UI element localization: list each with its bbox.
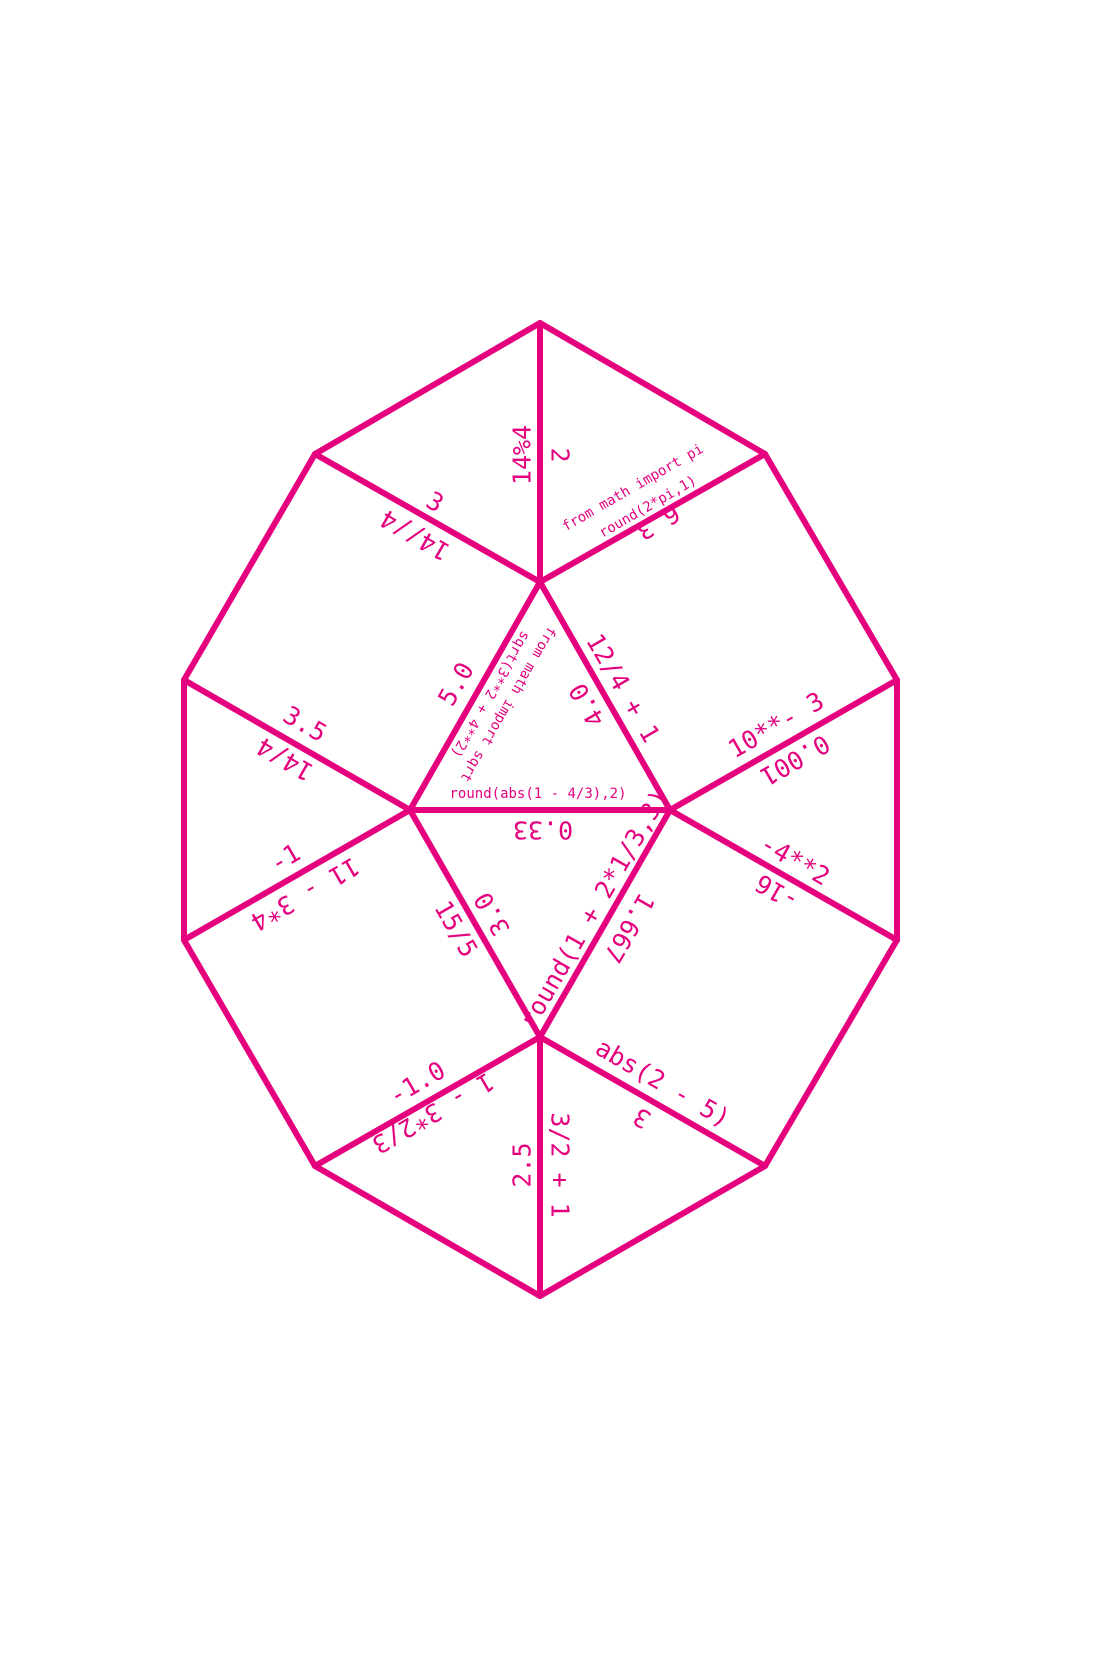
- outer-edge: [537, 320, 768, 457]
- spoke-edge: [312, 451, 543, 585]
- edge-label: round(abs(1 - 4/3),2): [449, 786, 626, 802]
- inner-edge: [537, 807, 673, 1040]
- spoke-edge: [537, 451, 768, 585]
- edge-label: 14%4: [508, 425, 537, 485]
- edge-label: abs(2 - 5): [591, 1033, 736, 1133]
- outer-edge: [762, 937, 900, 1169]
- edge-label: 4.0: [563, 678, 611, 732]
- edge-label: 3/2 + 1: [546, 1112, 575, 1217]
- spoke-edge: [312, 1034, 543, 1169]
- edge-label: 2.5: [508, 1142, 537, 1187]
- outer-edge: [181, 451, 318, 683]
- inner-edge: [407, 579, 543, 813]
- spoke-edge: [181, 807, 413, 943]
- spoke-edge: [667, 677, 900, 813]
- spoke-edge: [537, 1034, 768, 1169]
- outer-edge: [181, 937, 318, 1169]
- spoke-edge: [181, 677, 413, 813]
- outer-edge: [762, 451, 900, 683]
- edge-label: 2: [546, 447, 575, 462]
- outer-edge: [312, 320, 543, 457]
- inner-edge: [407, 807, 543, 1040]
- edge-label: 3: [628, 1102, 656, 1135]
- edge-label: 0.33: [513, 816, 573, 845]
- inner-edge: [537, 579, 673, 813]
- outer-edge: [312, 1163, 543, 1299]
- puzzle-edges: [181, 320, 900, 1299]
- spoke-edge: [667, 807, 900, 943]
- outer-edge: [537, 1163, 768, 1299]
